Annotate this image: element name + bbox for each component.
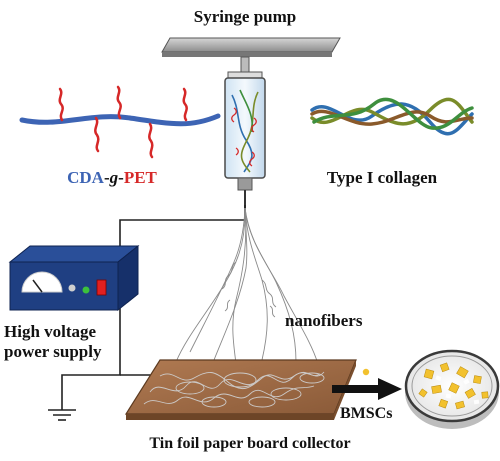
petri-dish-icon: [404, 349, 500, 429]
cda-dash-1: -: [104, 168, 110, 187]
nanofiber-mat: [143, 371, 325, 408]
cda-text: CDA: [67, 168, 105, 187]
cda-g-pet-label: CDA-g-PET: [67, 168, 157, 187]
high-voltage-power-supply-icon: [8, 244, 140, 312]
pet-text: PET: [124, 168, 158, 187]
power-supply-label-line2: power supply: [4, 342, 102, 361]
syringe-pump-label: Syringe pump: [194, 7, 297, 26]
ground-symbol-icon: [48, 409, 76, 421]
arrow-right-icon: [332, 378, 402, 400]
syringe-pump-plate: [161, 37, 341, 57]
cell-dot: [362, 368, 370, 376]
type-i-collagen-label: Type I collagen: [327, 168, 438, 187]
nanofiber-jets: [175, 207, 319, 365]
collector-label: Tin foil paper board collector: [149, 435, 350, 452]
nanofibers-label: nanofibers: [285, 311, 363, 330]
cda-dash-2: -: [118, 168, 124, 187]
cda-g-text: g: [109, 168, 119, 187]
collector-board-icon: [124, 359, 357, 420]
collagen-triple-helix-illustration: [310, 97, 474, 136]
bmscs-label: BMSCs: [340, 405, 392, 422]
syringe-icon: [224, 56, 266, 208]
cda-g-pet-polymer-illustration: [19, 85, 221, 159]
power-supply-label-line1: High voltage: [4, 322, 97, 341]
